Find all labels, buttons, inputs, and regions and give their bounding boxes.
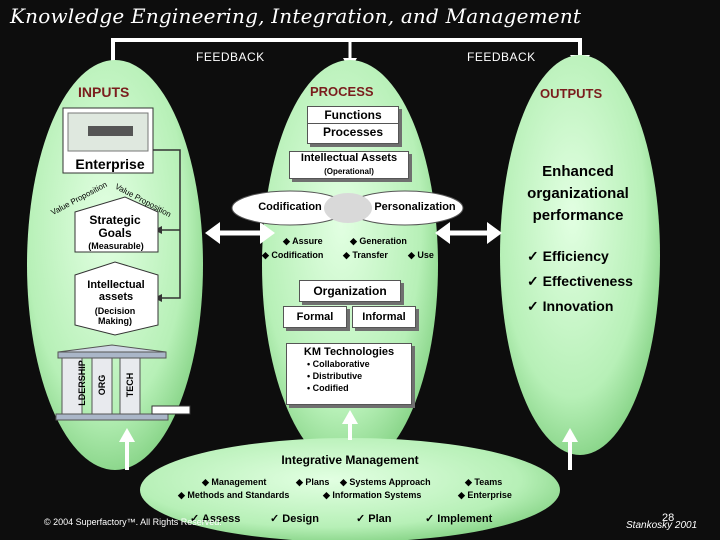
int-plan: ✓ Plan: [356, 513, 392, 525]
codification-item: ◆ Codification: [262, 250, 324, 260]
integrative-management-title: Integrative Management: [281, 453, 419, 467]
functions-label: Functions: [308, 107, 398, 124]
pillars-temple: [55, 344, 169, 421]
processes-label: Processes: [322, 125, 384, 139]
outputs-oval: [500, 55, 660, 455]
km-technologies-label: KM Technologies: [303, 346, 395, 358]
innovation-label: Innovation: [542, 298, 614, 314]
int-management: ◆ Management: [202, 477, 267, 487]
innovation-item: ✓ Innovation: [527, 298, 614, 314]
inputs-heading: INPUTS: [78, 84, 130, 100]
km-item-2: • Distributive: [307, 371, 363, 381]
efficiency-label: Efficiency: [542, 248, 609, 264]
feedback-label-left: FEEDBACK: [196, 50, 265, 64]
int-implement-label: Implement: [437, 513, 493, 525]
effectiveness-item: ✓ Effectiveness: [527, 273, 633, 289]
int-teams-label: Teams: [474, 477, 503, 487]
up-arrow-right-icon: [562, 428, 578, 470]
measurable-label: (Measurable): [88, 241, 144, 251]
generation-item: ◆ Generation: [350, 236, 407, 246]
generation-label: Generation: [359, 236, 407, 246]
strategic-goals-label: Strategic Goals: [89, 213, 141, 240]
enhanced-performance-label: Enhanced organizational performance: [527, 163, 629, 224]
inputs-connectors: [152, 149, 181, 299]
overlap-oval: [324, 193, 372, 223]
feedback-label-right: FEEDBACK: [467, 50, 536, 64]
up-arrow-left-icon: [119, 428, 135, 470]
int-implement: ✓ Implement: [425, 513, 493, 525]
km-technologies-box: KM Technologies • Collaborative • Distri…: [286, 343, 412, 405]
integrative-oval: [140, 438, 560, 540]
double-arrow-left-icon: [205, 222, 275, 244]
functions-processes-box: Functions Processes: [307, 106, 399, 144]
int-information-systems-label: Information Systems: [332, 490, 422, 500]
process-heading: PROCESS: [310, 84, 374, 99]
int-enterprise: ◆ Enterprise: [458, 490, 512, 500]
int-management-label: Management: [211, 477, 267, 487]
double-arrow-right-icon: [435, 222, 502, 244]
int-plans: ◆ Plans: [296, 477, 330, 487]
km-item-1: • Collaborative: [307, 359, 370, 369]
km-item-2-label: Distributive: [312, 371, 363, 381]
int-systems-approach-label: Systems Approach: [349, 477, 431, 487]
copyright-text: © 2004 Superfactory™. All Rights Reserve…: [44, 517, 222, 527]
assure-label: Assure: [292, 236, 323, 246]
enterprise-label: Enterprise: [75, 156, 145, 172]
decision-making-label: (Decision Making): [94, 306, 136, 326]
int-plans-label: Plans: [305, 477, 330, 487]
up-arrows: [119, 410, 578, 470]
pillars-tag: [151, 405, 191, 415]
assure-item: ◆ Assure: [283, 236, 323, 246]
efficiency-item: ✓ Efficiency: [527, 248, 609, 264]
use-item: ◆ Use: [408, 250, 434, 260]
int-design: ✓ Design: [270, 513, 319, 525]
transfer-item: ◆ Transfer: [343, 250, 388, 260]
intellectual-assets-input-label: Intellectual assets: [87, 279, 145, 303]
feedback-line: [111, 38, 582, 78]
formal-box: Formal: [283, 306, 347, 328]
pillar-tech: TECH: [125, 372, 135, 398]
int-enterprise-label: Enterprise: [467, 490, 512, 500]
slide-title: Knowledge Engineering, Integration, and …: [10, 4, 582, 28]
use-label: Use: [417, 250, 434, 260]
personalization-label: Personalization: [374, 201, 456, 213]
organization-box: Organization: [299, 280, 401, 302]
int-assess: ✓ Assess: [190, 513, 241, 525]
intellectual-assets-shape: [74, 261, 159, 336]
pillar-org: ORG: [97, 374, 107, 396]
strategic-goals-box: [74, 196, 159, 253]
intellectual-assets-box: Intellectual Assets (Operational): [289, 151, 409, 179]
outputs-heading: OUTPUTS: [540, 86, 603, 101]
codification-item-label: Codification: [271, 250, 324, 260]
intellectual-assets-label: Intellectual Assets: [300, 152, 398, 164]
transfer-label: Transfer: [352, 250, 388, 260]
int-methods-label: Methods and Standards: [187, 490, 290, 500]
int-methods: ◆ Methods and Standards: [178, 490, 290, 500]
enterprise-thumbnail-bar: [88, 126, 133, 136]
km-item-3: • Codified: [307, 383, 349, 393]
int-design-label: Design: [282, 513, 319, 525]
int-assess-label: Assess: [201, 513, 241, 525]
int-plan-label: Plan: [368, 513, 392, 525]
author-credit: Stankosky 2001: [626, 520, 698, 531]
effectiveness-label: Effectiveness: [542, 273, 633, 289]
codification-label: Codification: [258, 201, 322, 213]
informal-box: Informal: [352, 306, 416, 328]
up-arrow-center-icon: [342, 410, 358, 440]
km-item-3-label: Codified: [312, 383, 349, 393]
int-systems-approach: ◆ Systems Approach: [340, 477, 431, 487]
km-item-1-label: Collaborative: [312, 359, 370, 369]
int-teams: ◆ Teams: [465, 477, 503, 487]
pillar-leadership: LDERSHIP: [77, 360, 87, 406]
page-number: 28: [662, 512, 675, 524]
int-information-systems: ◆ Information Systems: [323, 490, 422, 500]
operational-label: (Operational): [324, 167, 374, 176]
